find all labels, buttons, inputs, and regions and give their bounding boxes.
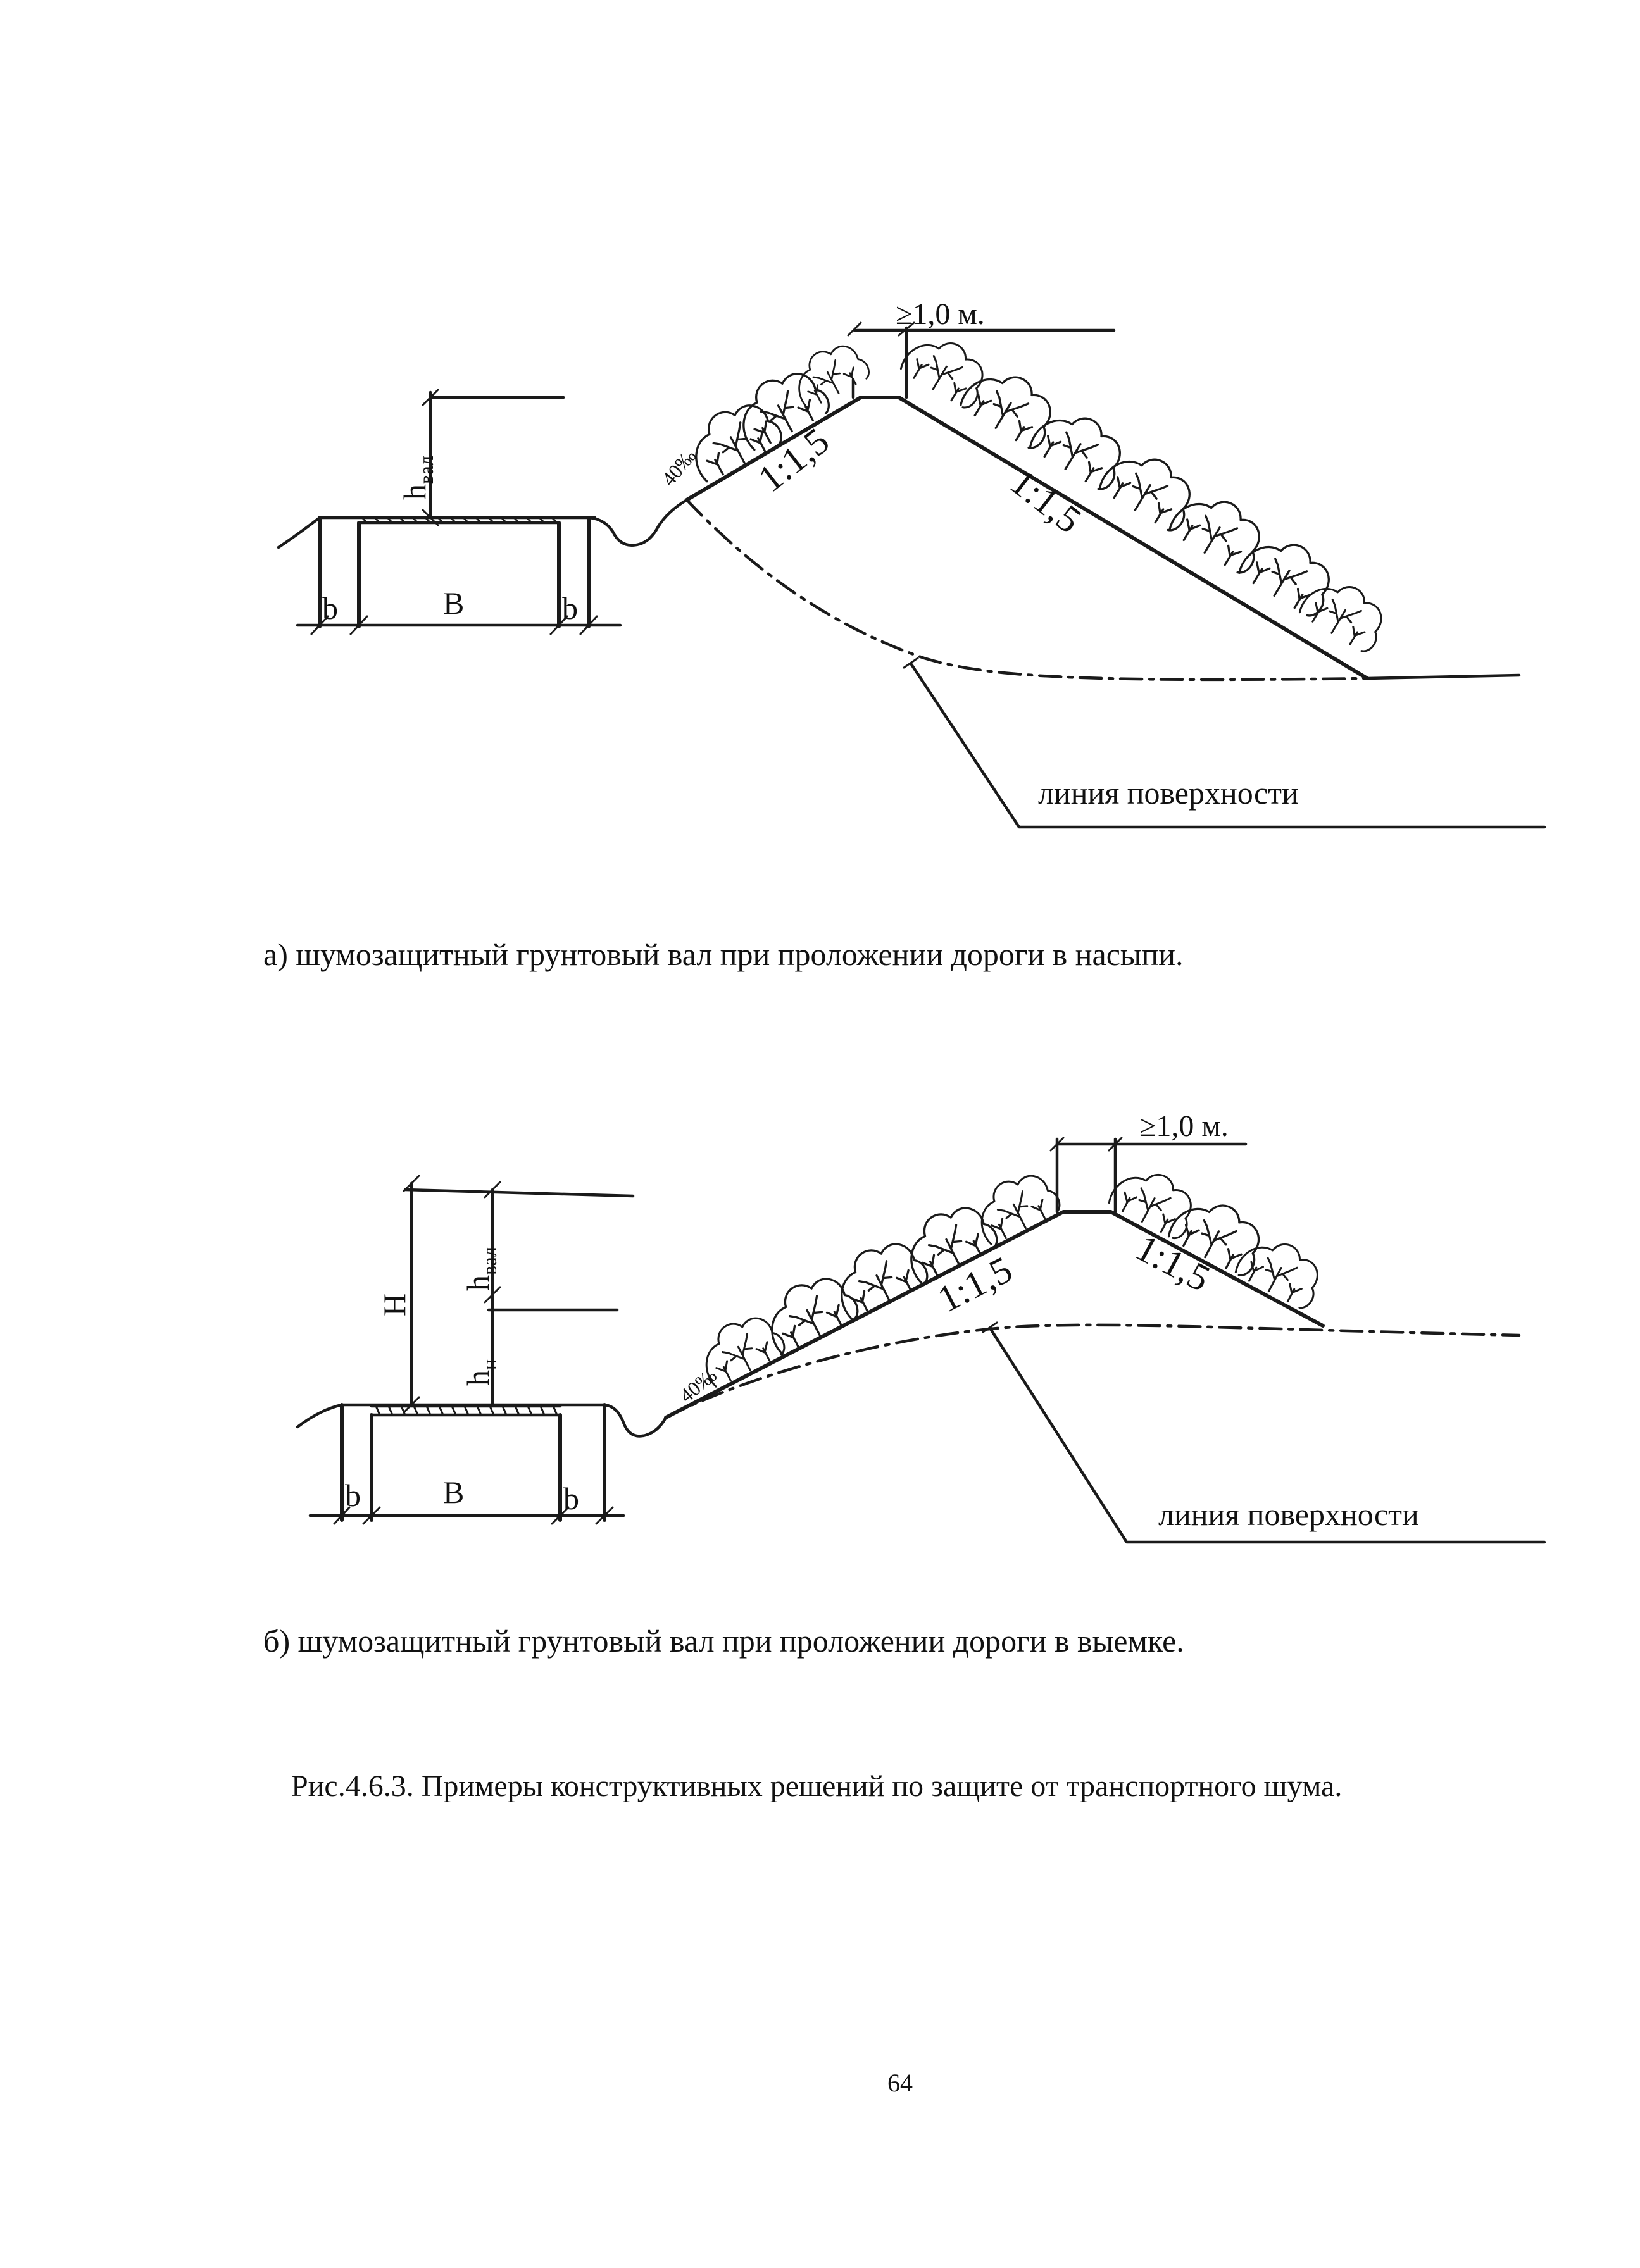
berm-b xyxy=(664,1137,1521,1419)
height-dimensions-b xyxy=(403,1174,635,1414)
caption-a: а) шумозащитный грунтовый вал при пролож… xyxy=(263,937,1184,972)
width-b-left-a: b xyxy=(322,590,338,626)
gradient-a: 40‰ xyxy=(657,444,701,490)
road-section-b xyxy=(296,1403,668,1525)
page-number: 64 xyxy=(887,2069,913,2097)
h-val-dimension-a: hвал xyxy=(397,389,565,526)
width-B-a: B xyxy=(443,585,464,621)
surface-leader-b xyxy=(982,1321,1546,1544)
figure-caption: Рис.4.6.3. Примеры конструктивных решени… xyxy=(291,1769,1342,1803)
embankment-a xyxy=(685,321,1521,682)
surface-leader-a xyxy=(903,657,1546,829)
h-val-label-b: hвал xyxy=(460,1247,501,1291)
road-section-a xyxy=(277,498,689,635)
width-b-left-b: b xyxy=(345,1478,361,1513)
slope-outer-a: 1:1,5 xyxy=(1003,461,1089,541)
h-n-label-b: hн xyxy=(460,1359,501,1386)
width-b-right-a: b xyxy=(562,590,578,626)
h-val-label-a: hвал xyxy=(397,456,437,500)
crest-width-a: ≥1,0 м. xyxy=(896,297,985,331)
width-B-b: B xyxy=(443,1474,464,1510)
H-label-b: H xyxy=(377,1293,412,1316)
figure-a: hвал b B b ≥1,0 м. 1:1,5 xyxy=(263,297,1546,972)
crest-width-b: ≥1,0 м. xyxy=(1139,1109,1229,1143)
surface-label-b: линия поверхности xyxy=(1158,1497,1419,1532)
figure-b: H hвал hн b B b ≥1,0 м. 1:1,5 1:1,5 40‰ xyxy=(263,1109,1546,1659)
width-b-right-b: b xyxy=(563,1481,579,1516)
caption-b: б) шумозащитный грунтовый вал при пролож… xyxy=(263,1623,1184,1659)
surface-label-a: линия поверхности xyxy=(1038,775,1299,811)
